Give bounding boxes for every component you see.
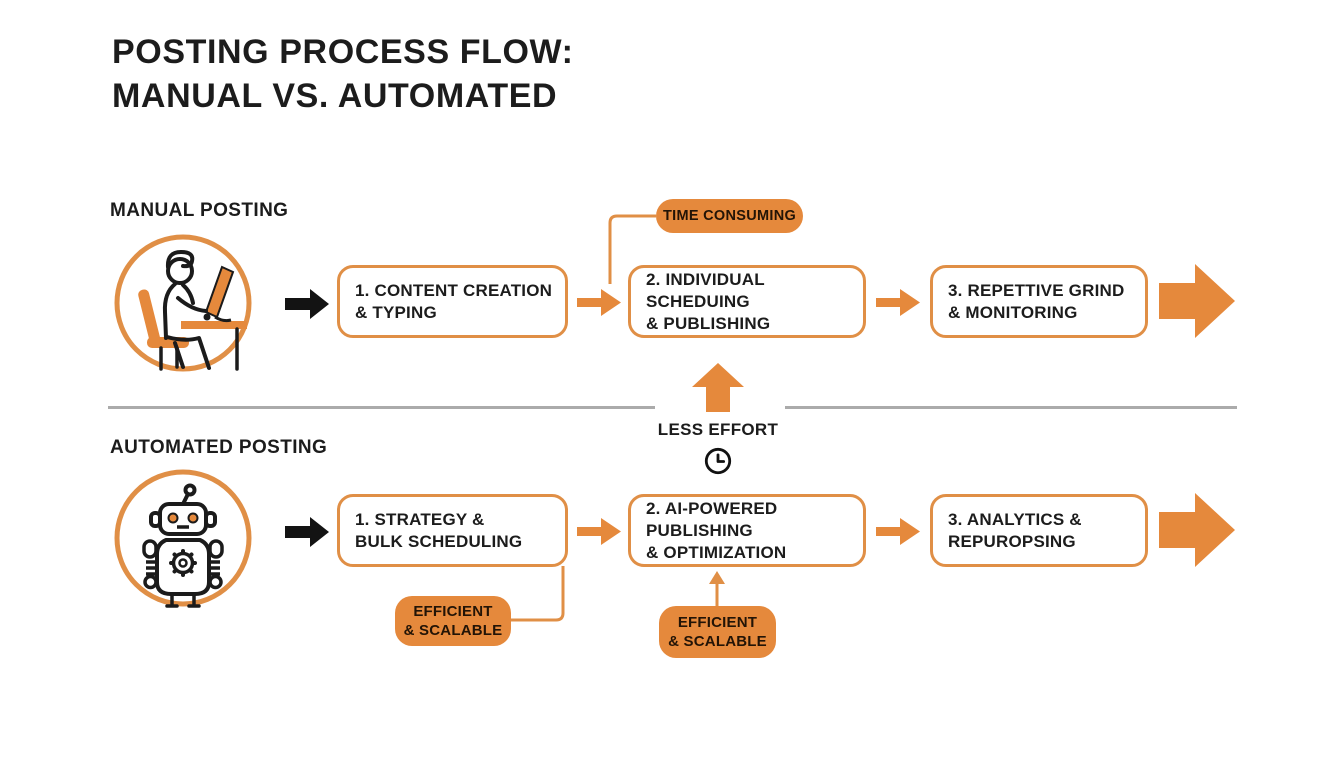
page-title-line2: MANUAL VS. AUTOMATED [112, 77, 558, 115]
automated-step-1-line1: 1. STRATEGY & [355, 509, 485, 529]
section-label-automated: AUTOMATED POSTING [110, 437, 328, 458]
automated-step-3-line1: 3. ANALYTICS & [948, 509, 1082, 529]
black-arrow-icon [285, 517, 329, 547]
big-orange-arrow-icon [1159, 264, 1235, 338]
manual-step-3-box: 3. REPETTIVE GRIND & MONITORING [930, 265, 1148, 338]
manual-step-1-box: 1. CONTENT CREATION & TYPING [337, 265, 568, 338]
page-title-line1: POSTING PROCESS FLOW: [112, 33, 574, 71]
section-label-manual: MANUAL POSTING [110, 200, 289, 221]
automated-step-2-line1: 2. AI-POWERED PUBLISHING [646, 498, 778, 540]
clock-icon [704, 447, 732, 475]
manual-step-1-line2: & TYPING [355, 302, 437, 322]
automated-step-2-line2: & OPTIMIZATION [646, 542, 787, 562]
less-effort-label: LESS EFFORT [657, 420, 779, 439]
manual-step-3-line2: & MONITORING [948, 302, 1078, 322]
person-at-desk-icon [114, 234, 252, 372]
efficient-scalable-2-line1: EFFICIENT [677, 614, 758, 631]
time-consuming-connector-line [608, 214, 656, 284]
efficient-scalable-badge-2: EFFICIENT & SCALABLE [659, 606, 776, 658]
page-title: POSTING PROCESS FLOW: MANUAL VS. AUTOMAT… [112, 30, 632, 118]
time-consuming-badge: TIME CONSUMING [656, 199, 803, 233]
efficient-scalable-badge-1: EFFICIENT & SCALABLE [395, 596, 511, 646]
black-arrow-icon [285, 289, 329, 319]
automated-step-3-line2: REPUROPSING [948, 531, 1076, 551]
automated-step-1-line2: BULK SCHEDULING [355, 531, 523, 551]
automated-step-3-box: 3. ANALYTICS & REPUROPSING [930, 494, 1148, 567]
efficient-scalable-1-line1: EFFICIENT [413, 603, 493, 620]
automated-step-1-box: 1. STRATEGY & BULK SCHEDULING [337, 494, 568, 567]
divider-line-left [108, 406, 655, 409]
manual-step-2-box: 2. INDIVIDUAL SCHEDUING & PUBLISHING [628, 265, 866, 338]
manual-step-2-line1: 2. INDIVIDUAL SCHEDUING [646, 269, 765, 311]
orange-arrow-icon [876, 518, 920, 545]
orange-arrow-icon [577, 518, 621, 545]
big-orange-arrow-icon [1159, 493, 1235, 567]
orange-arrow-icon [876, 289, 920, 316]
efficient-scalable-connector-line [510, 566, 565, 622]
orange-arrow-icon [577, 289, 621, 316]
manual-step-2-line2: & PUBLISHING [646, 313, 771, 333]
manual-step-3-line1: 3. REPETTIVE GRIND [948, 280, 1125, 300]
divider-line-right [785, 406, 1237, 409]
efficient-scalable-up-arrow [709, 571, 725, 606]
efficient-scalable-1-line2: & SCALABLE [403, 622, 503, 639]
manual-step-1-line1: 1. CONTENT CREATION [355, 280, 553, 300]
manual-avatar [111, 231, 255, 375]
up-arrow-icon [692, 363, 744, 412]
robot-icon [114, 469, 252, 608]
automated-avatar [111, 466, 255, 610]
automated-step-2-box: 2. AI-POWERED PUBLISHING & OPTIMIZATION [628, 494, 866, 567]
time-consuming-label: TIME CONSUMING [662, 208, 797, 224]
efficient-scalable-2-line2: & SCALABLE [668, 633, 767, 650]
